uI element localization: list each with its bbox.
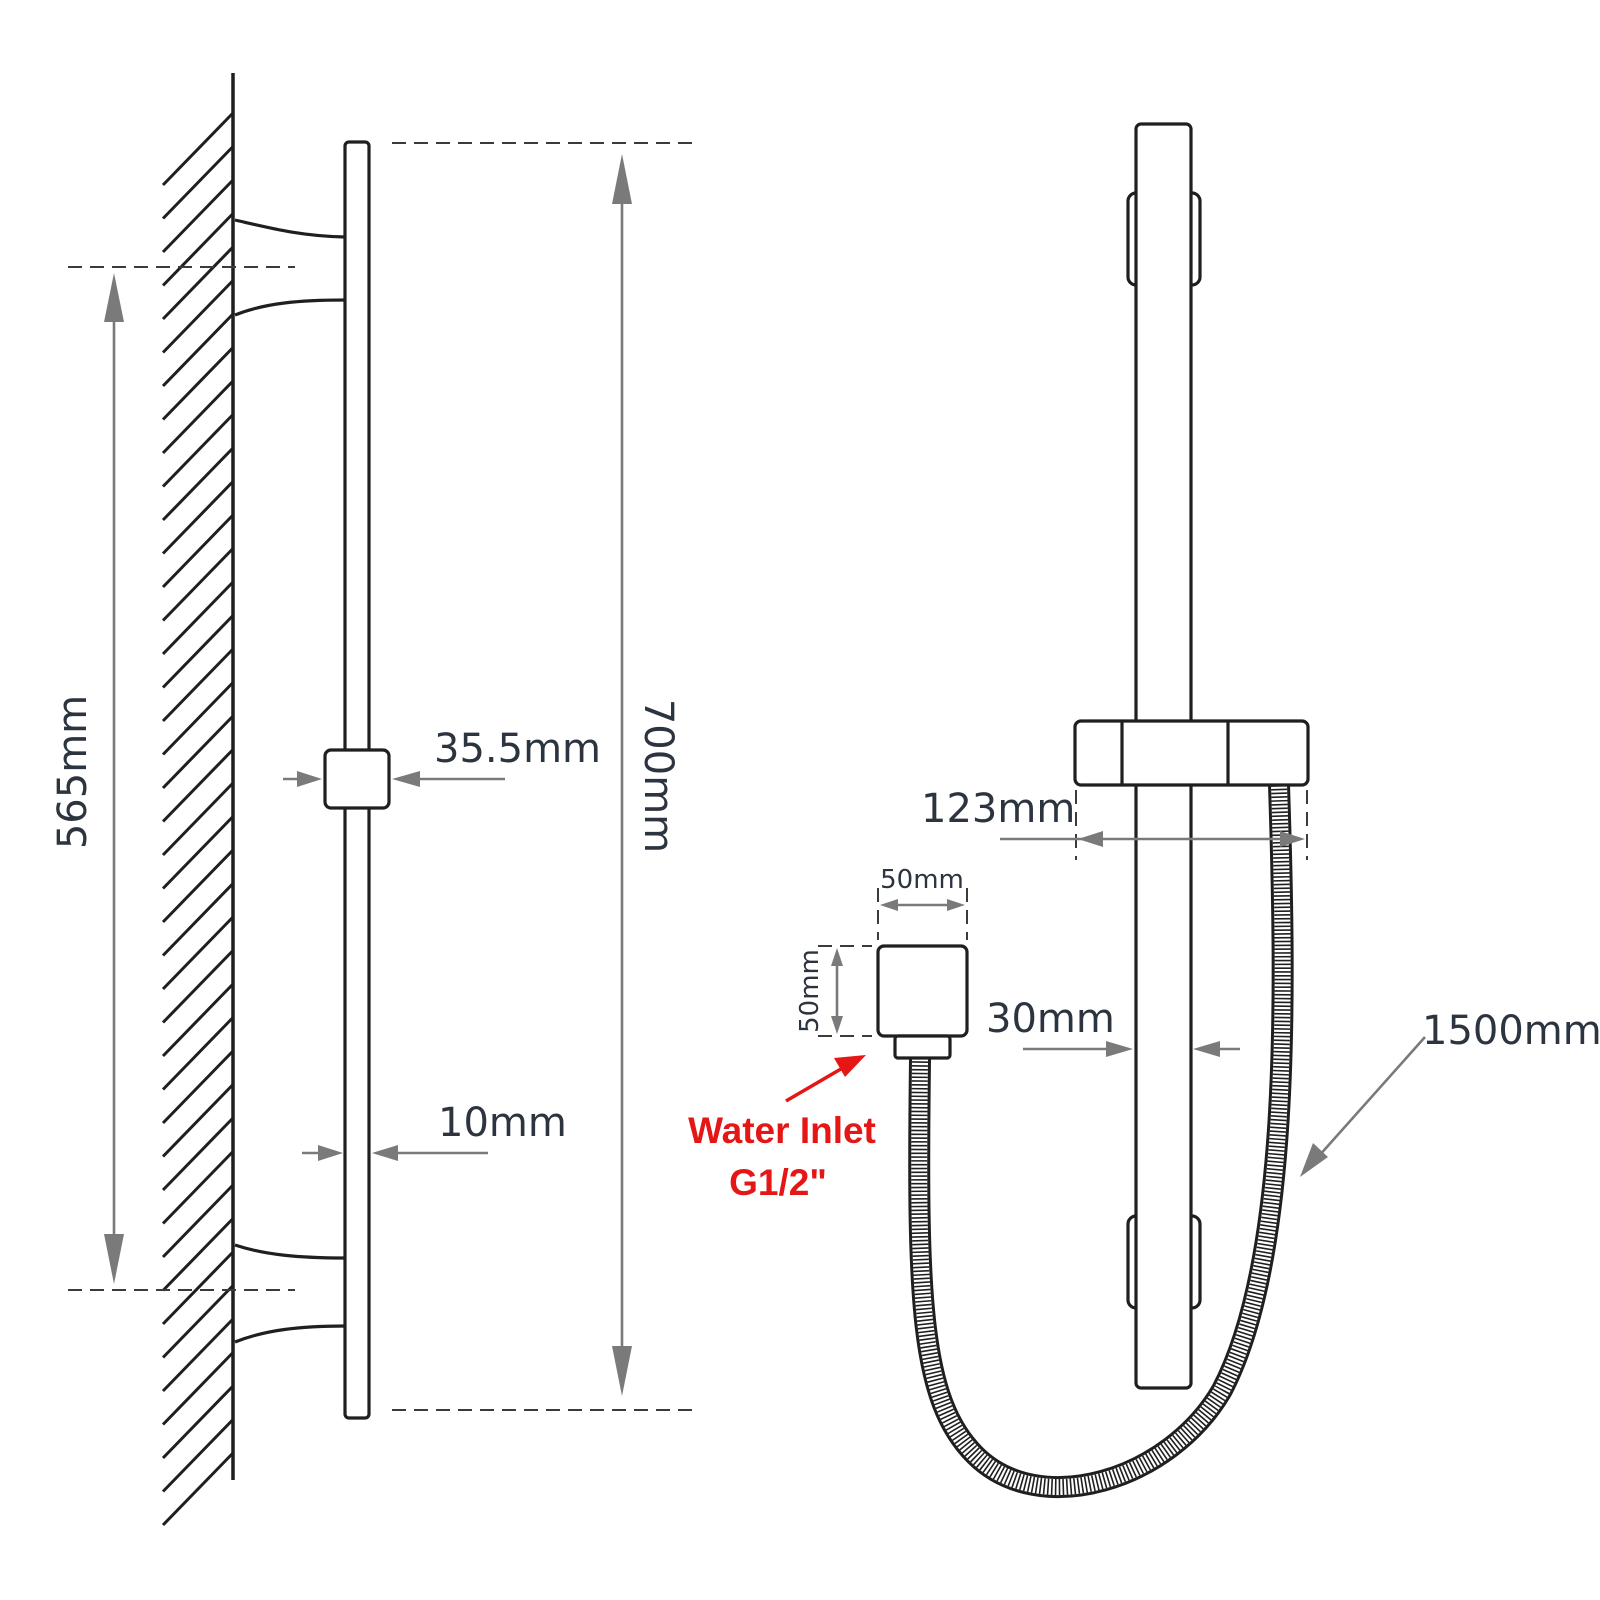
- bracket-spacing-label: 565mm: [50, 695, 96, 849]
- slider-block-side: [323, 748, 391, 810]
- inlet-callout-line1: Water Inlet: [688, 1110, 876, 1151]
- wall-hatch-line: [161, 647, 235, 723]
- inlet-callout-arrowhead: [834, 1055, 866, 1077]
- arrowhead: [1106, 1041, 1133, 1057]
- wall-hatch-line: [161, 346, 235, 421]
- wall-hatch-line: [161, 145, 235, 220]
- inlet-callout-line2: G1/2": [729, 1162, 827, 1203]
- arrowhead: [1193, 1041, 1220, 1057]
- wall-hatching: [161, 111, 235, 1527]
- wall-hatch-line: [161, 1016, 235, 1091]
- wall-hatch-line: [161, 848, 235, 924]
- wall-hatch-line: [161, 1116, 235, 1192]
- wall-hatch-line: [161, 513, 235, 589]
- arrowhead: [612, 1346, 632, 1396]
- wall-hatch-line: [161, 379, 235, 455]
- wall-hatch-line: [161, 446, 235, 522]
- handset-holder: [1073, 719, 1310, 787]
- wall-outlet: [876, 944, 969, 1038]
- wall-hatch-line: [161, 111, 235, 187]
- hose-leader-line: [1317, 1036, 1426, 1158]
- arrowhead: [612, 154, 632, 204]
- holder-width-label: 123mm: [921, 786, 1075, 832]
- rail-face-width-label: 30mm: [986, 996, 1115, 1042]
- arrowhead: [392, 771, 420, 787]
- wall-hatch-line: [161, 815, 235, 890]
- wall-hatch-line: [161, 245, 235, 321]
- arrowhead: [831, 948, 843, 966]
- wall-hatch-line: [161, 882, 235, 957]
- wall-hatch-line: [161, 580, 235, 656]
- wall-hatch-line: [161, 413, 235, 488]
- wall-hatch-line: [161, 1083, 235, 1158]
- wall-hatch-line: [161, 547, 235, 622]
- wall-hatch-line: [161, 1451, 235, 1527]
- wall-hatch-line: [161, 1049, 235, 1125]
- hose-length-label: 1500mm: [1422, 1008, 1600, 1054]
- wall-hatch-line: [161, 714, 235, 790]
- wall-hatch-line: [161, 480, 235, 555]
- wall-hatch-line: [161, 748, 235, 823]
- wall-hatch-line: [161, 781, 235, 857]
- lower-wall-bracket: [234, 1243, 346, 1344]
- arrowhead: [1078, 831, 1103, 847]
- wall-hatch-line: [161, 1418, 235, 1493]
- wall-hatch-line: [161, 279, 235, 354]
- wall-hatch-line: [161, 982, 235, 1058]
- rail-length-label: 700mm: [635, 699, 681, 853]
- arrowhead: [1280, 831, 1305, 847]
- wall-hatch-line: [161, 1384, 235, 1460]
- wall-hatch-line: [161, 1183, 235, 1259]
- wall-hatch-line: [161, 681, 235, 756]
- wall-hatch-line: [161, 1250, 235, 1326]
- rail-diameter-label: 10mm: [438, 1100, 567, 1146]
- upper-wall-bracket: [234, 218, 346, 317]
- arrowhead: [104, 1234, 124, 1284]
- arrowhead: [947, 899, 965, 911]
- arrowhead: [1300, 1143, 1328, 1177]
- slider-width-label: 35.5mm: [434, 726, 601, 772]
- hose: [908, 774, 1294, 1498]
- outlet-width-label: 50mm: [880, 865, 964, 895]
- wall-hatch-line: [161, 949, 235, 1024]
- outlet-connector: [893, 1034, 952, 1060]
- wall-hatch-line: [161, 614, 235, 689]
- arrowhead: [880, 899, 898, 911]
- wall-hatch-line: [161, 1351, 235, 1426]
- front-view: 123mm 50mm 50mm 30mm 1500mm Water Inlet …: [688, 122, 1600, 1498]
- wall-hatch-line: [161, 212, 235, 287]
- wall-hatch-line: [161, 1150, 235, 1225]
- arrowhead: [318, 1145, 343, 1161]
- outlet-height-label: 50mm: [795, 949, 825, 1033]
- arrowhead: [297, 771, 322, 787]
- wall-hatch-line: [161, 1217, 235, 1292]
- arrowhead: [104, 273, 124, 322]
- side-view: 565mm 700mm 35.5mm 10mm: [50, 73, 695, 1527]
- wall-hatch-line: [161, 1284, 235, 1359]
- wall-hatch-line: [161, 915, 235, 991]
- inlet-callout-arrow: [785, 1064, 847, 1103]
- wall-hatch-line: [161, 1317, 235, 1393]
- arrowhead: [372, 1145, 398, 1161]
- arrowhead: [831, 1016, 843, 1034]
- wall-hatch-line: [161, 312, 235, 388]
- wall-hatch-line: [161, 178, 235, 254]
